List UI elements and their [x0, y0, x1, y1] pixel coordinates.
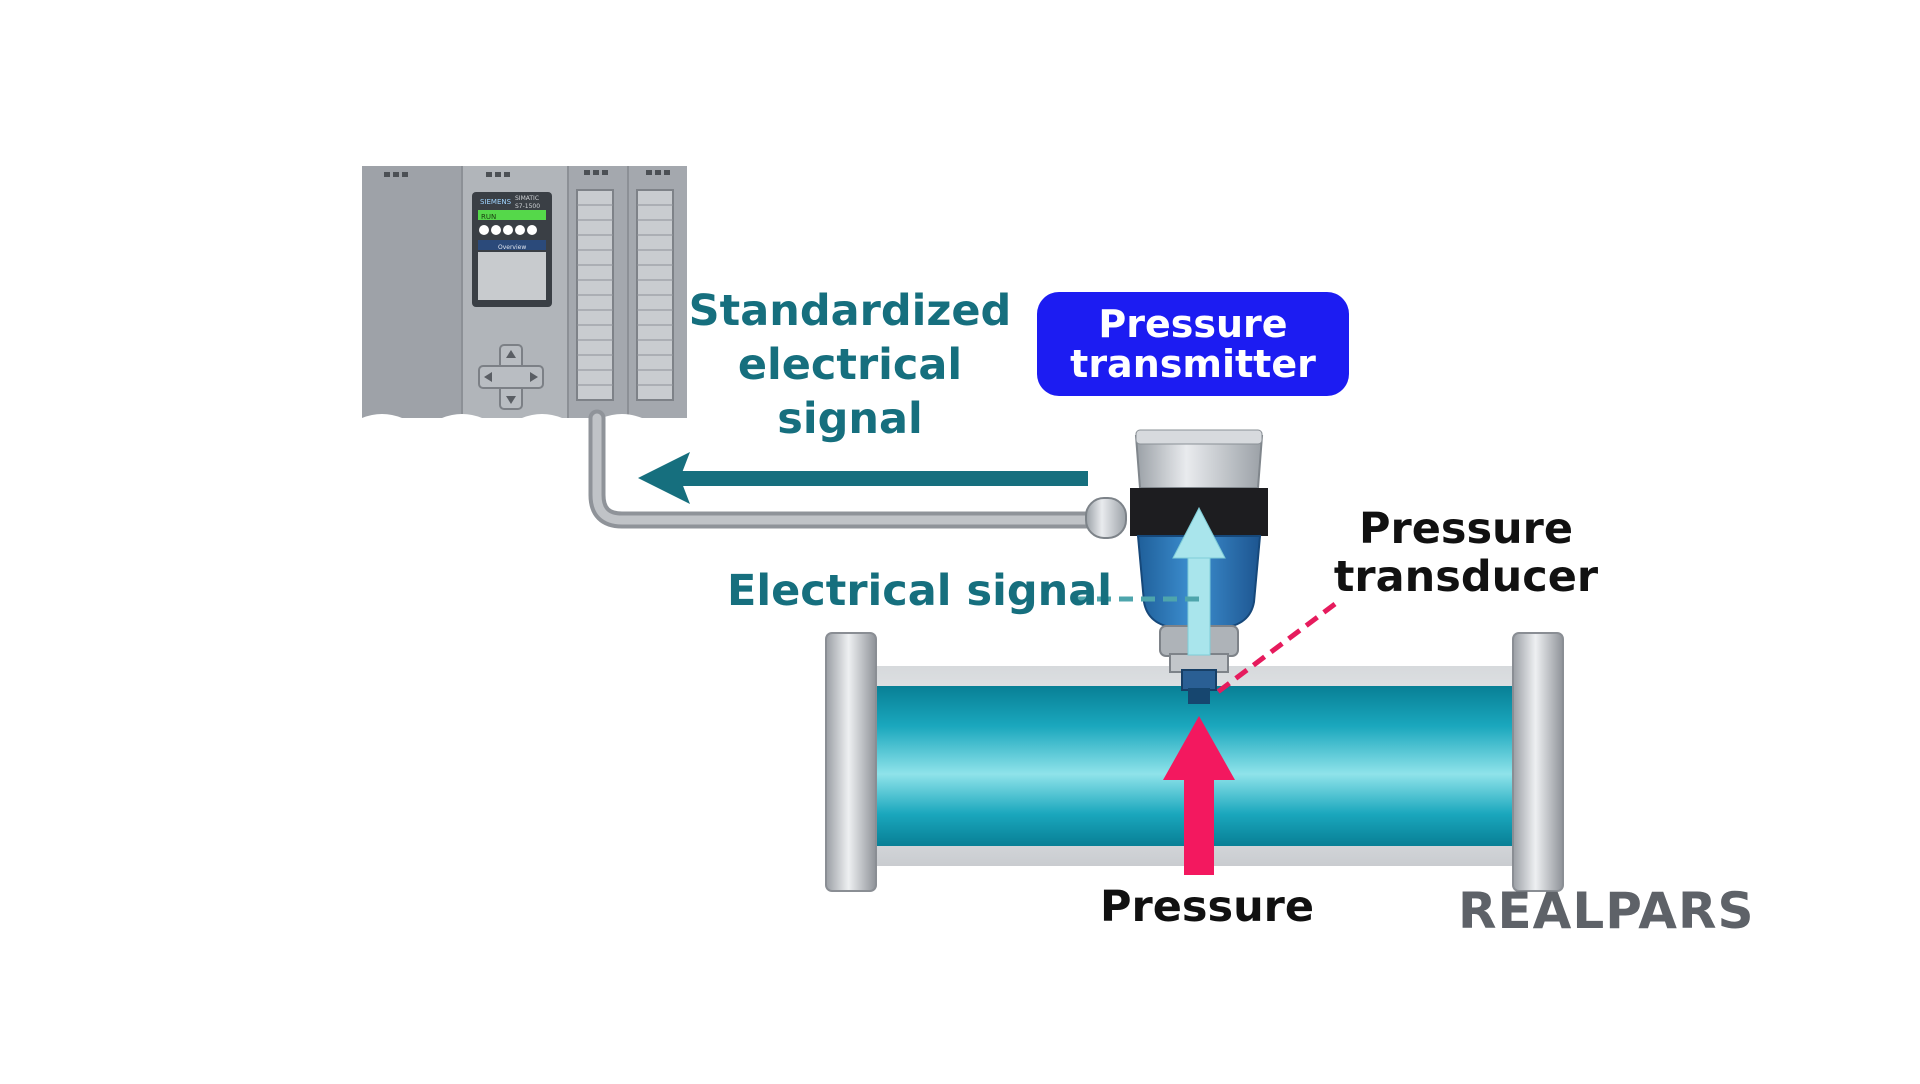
- realpars-logo: REALPARS: [1458, 882, 1755, 940]
- pressure-label: Pressure: [1100, 882, 1315, 932]
- plc-display-icons: [479, 225, 537, 235]
- plc-menu-text: Overview: [498, 244, 526, 251]
- pressure-transducer-label: Pressure transducer: [1316, 505, 1616, 601]
- pressure-transmitter-device: [1085, 429, 1268, 704]
- plc-brand-text: SIEMENS: [480, 198, 512, 206]
- standardized-signal-arrow: [638, 452, 1088, 504]
- pipe-flange-left: [825, 632, 877, 892]
- transmitter-badge-line-2: transmitter: [1070, 342, 1316, 386]
- plc-power-module: [362, 166, 462, 418]
- electrical-signal-arrow: [1172, 506, 1226, 656]
- pressure-arrow: [1163, 716, 1235, 875]
- transducer-label-line-2: transducer: [1333, 552, 1599, 602]
- plc-run-indicator: [478, 210, 546, 220]
- cable-gland: [1085, 497, 1127, 539]
- transducer-sensor: [1181, 669, 1217, 691]
- plc-status-text: RUN: [481, 213, 496, 221]
- standardized-signal-line-3: signal: [777, 394, 923, 444]
- transducer-label-line-1: Pressure: [1358, 504, 1574, 554]
- standardized-signal-label: Standardized electrical signal: [660, 284, 1040, 446]
- pipe-flange-right: [1512, 632, 1564, 892]
- transmitter-badge-line-1: Pressure: [1098, 302, 1288, 346]
- plc-vent-slots: [384, 170, 670, 177]
- plc-model-text-2: S7-1500: [515, 203, 540, 210]
- transducer-leader: [1213, 602, 1337, 696]
- standardized-signal-line-2: electrical: [737, 340, 963, 390]
- pressure-transmitter-badge: Pressure transmitter: [1037, 292, 1349, 396]
- standardized-signal-line-1: Standardized: [688, 286, 1012, 336]
- plc-controller: SIEMENS SIMATIC S7-1500 RUN Overview: [362, 166, 687, 422]
- plc-model-text-1: SIMATIC: [515, 195, 539, 202]
- electrical-signal-label: Electrical signal: [727, 566, 1112, 616]
- plc-nav-pad-icon: [478, 344, 544, 410]
